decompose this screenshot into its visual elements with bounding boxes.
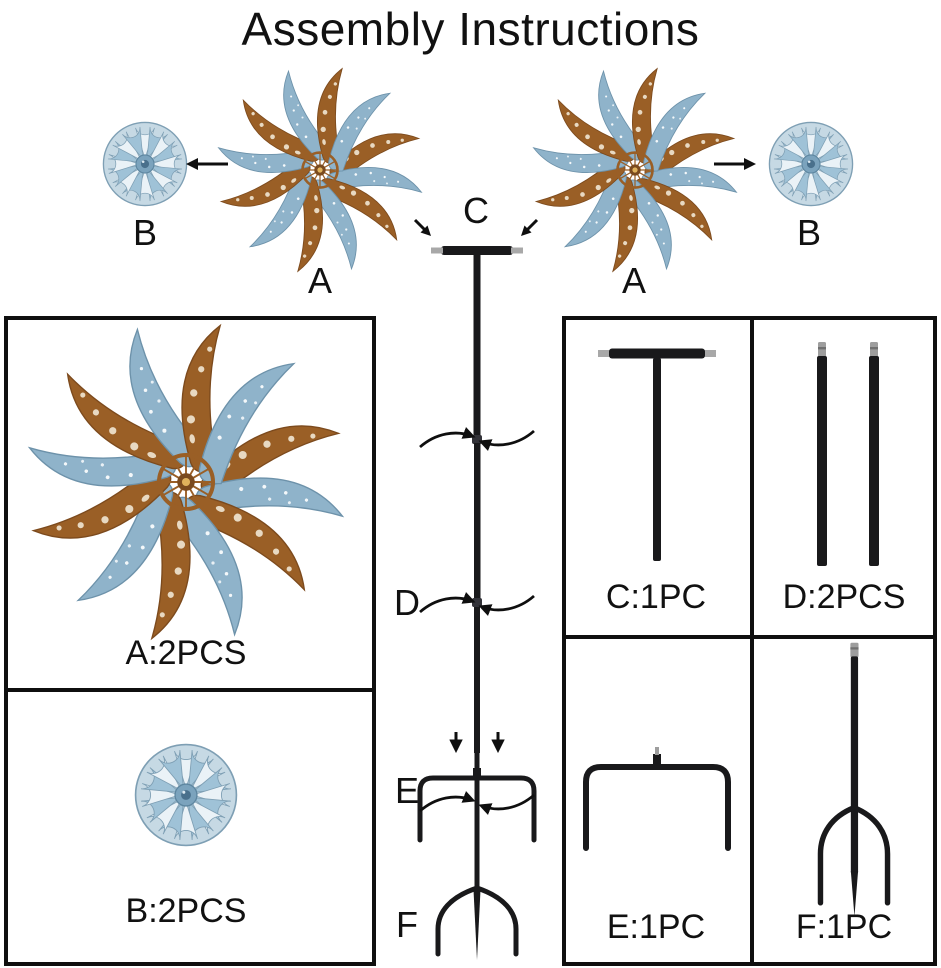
part-label-ground-bracket: E:1PC — [606, 908, 706, 946]
part-label-cap: B:2PCS — [125, 892, 247, 930]
panel-divider — [750, 320, 754, 962]
right-arrow-icon — [714, 158, 756, 170]
panel-divider — [8, 688, 372, 692]
part-label-extension-pole: D:2PCS — [782, 578, 906, 616]
callout-pole-joint: D — [394, 582, 420, 623]
stake-prong-icon — [435, 885, 480, 957]
extension-pole-icon — [817, 342, 879, 566]
callout-ground-bracket: E — [394, 770, 419, 811]
flower-cap-icon — [764, 117, 858, 211]
wind-spinner-wheel-icon — [24, 320, 348, 644]
diagonal-arrow-icon — [413, 218, 431, 236]
page-title: Assembly Instructions — [241, 3, 700, 55]
part-label-ground-stake: F:1PC — [795, 908, 893, 946]
flower-cap-icon — [129, 738, 243, 852]
stake-spike-icon — [473, 890, 481, 960]
diagonal-arrow-icon — [521, 218, 539, 236]
callout-t-pole: C — [463, 190, 489, 231]
pole-assembly-diagram — [417, 246, 537, 960]
panel-divider — [566, 635, 933, 639]
part-label-spinner: A:2PCS — [125, 634, 247, 672]
part-label-t-pole: C:1PC — [605, 578, 707, 616]
pronged-stake-icon — [786, 640, 922, 930]
u-bracket-icon — [572, 742, 742, 852]
callout-spinner-right: A — [621, 260, 646, 301]
callout-cap-right: B — [796, 212, 821, 253]
flower-cap-icon — [98, 117, 192, 211]
callout-ground-stake: F — [396, 904, 418, 945]
stake-prong-icon — [474, 885, 519, 957]
left-arrow-icon — [186, 158, 228, 170]
callout-spinner-left: A — [307, 260, 332, 301]
t-bar-pole-icon — [598, 348, 716, 561]
callout-cap-left: B — [132, 212, 157, 253]
